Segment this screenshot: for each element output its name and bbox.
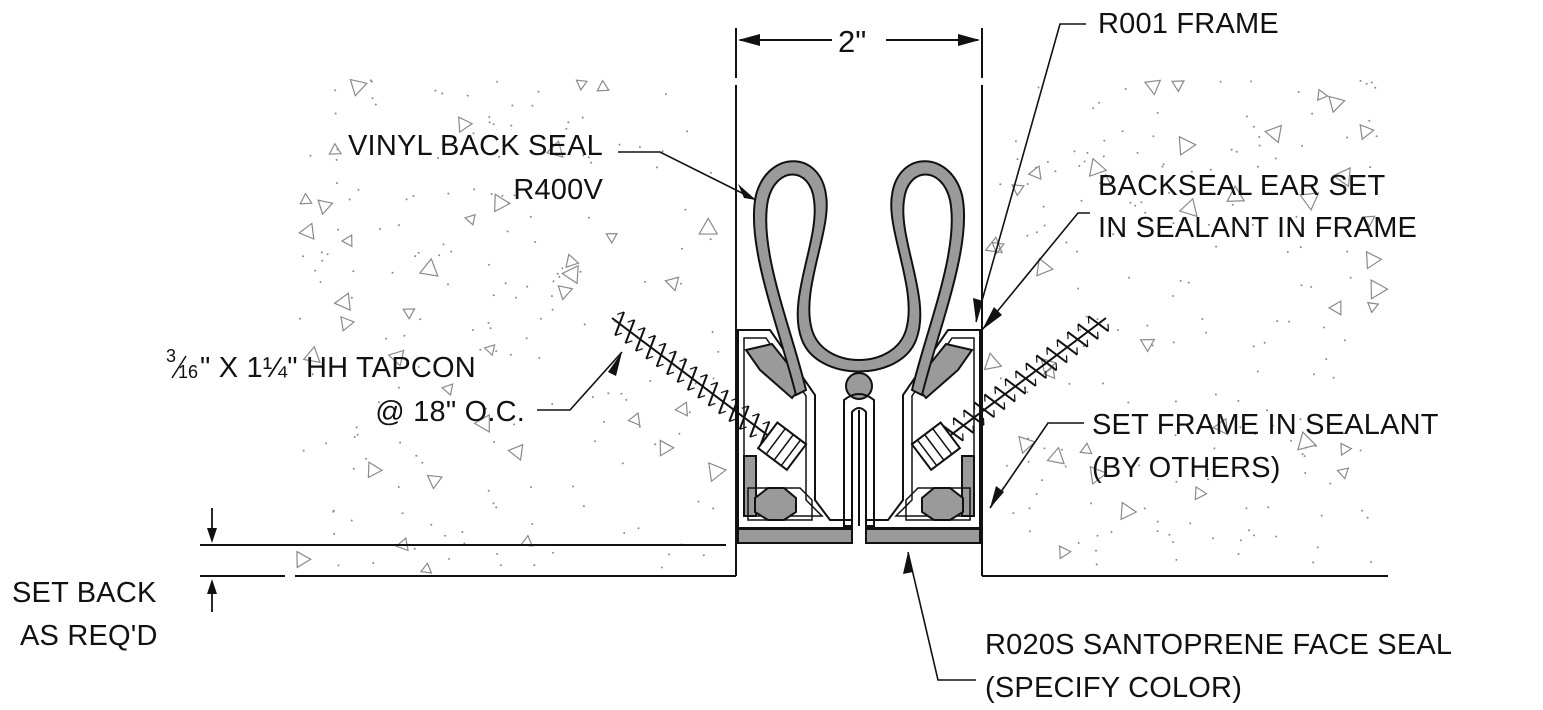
tapcon-fraction-numerator: 3: [166, 346, 176, 366]
concrete-slab-right: [981, 85, 1388, 577]
width-dimension: [735, 28, 983, 78]
vinyl-back-seal: [752, 160, 966, 397]
frame-label: R001 FRAME: [1098, 8, 1279, 40]
setback-dimension: [207, 508, 217, 612]
setback-label-line1: SET BACK: [12, 577, 157, 609]
face-seal-label-line2: (SPECIFY COLOR): [985, 672, 1242, 704]
ear-label-line2: IN SEALANT IN FRAME: [1098, 212, 1417, 244]
concrete-slab-left: [200, 85, 737, 577]
leader-lines: [537, 23, 1090, 681]
dimension-label: 2": [838, 24, 866, 59]
tapcon-fraction-denominator: 16: [178, 362, 198, 382]
back-seal-label-line2: R400V: [513, 174, 603, 206]
face-seal: [737, 528, 981, 544]
set-frame-label-line1: SET FRAME IN SEALANT: [1092, 409, 1439, 441]
setback-label-line2: AS REQ'D: [20, 620, 158, 652]
set-frame-label-line2: (BY OTHERS): [1092, 452, 1281, 484]
tapcon-label: 3 16 " X 1¼" HH TAPCON: [166, 346, 476, 384]
tapcon-screw-right: [910, 315, 1110, 472]
leader-arrowheads: [608, 184, 1004, 574]
face-seal-center-fin: [843, 372, 875, 527]
tapcon-label-line2: @ 18" O.C.: [375, 396, 525, 428]
tapcon-label-line1: " X 1¼" HH TAPCON: [200, 352, 476, 384]
concrete-texture: [296, 78, 1389, 574]
back-seal-label-line1: VINYL BACK SEAL: [348, 130, 603, 162]
frame-left: [737, 329, 853, 529]
face-seal-label-line1: R020S SANTOPRENE FACE SEAL: [985, 629, 1452, 661]
tapcon-screw-left: [611, 311, 808, 472]
ear-label-line1: BACKSEAL EAR SET: [1098, 170, 1385, 202]
